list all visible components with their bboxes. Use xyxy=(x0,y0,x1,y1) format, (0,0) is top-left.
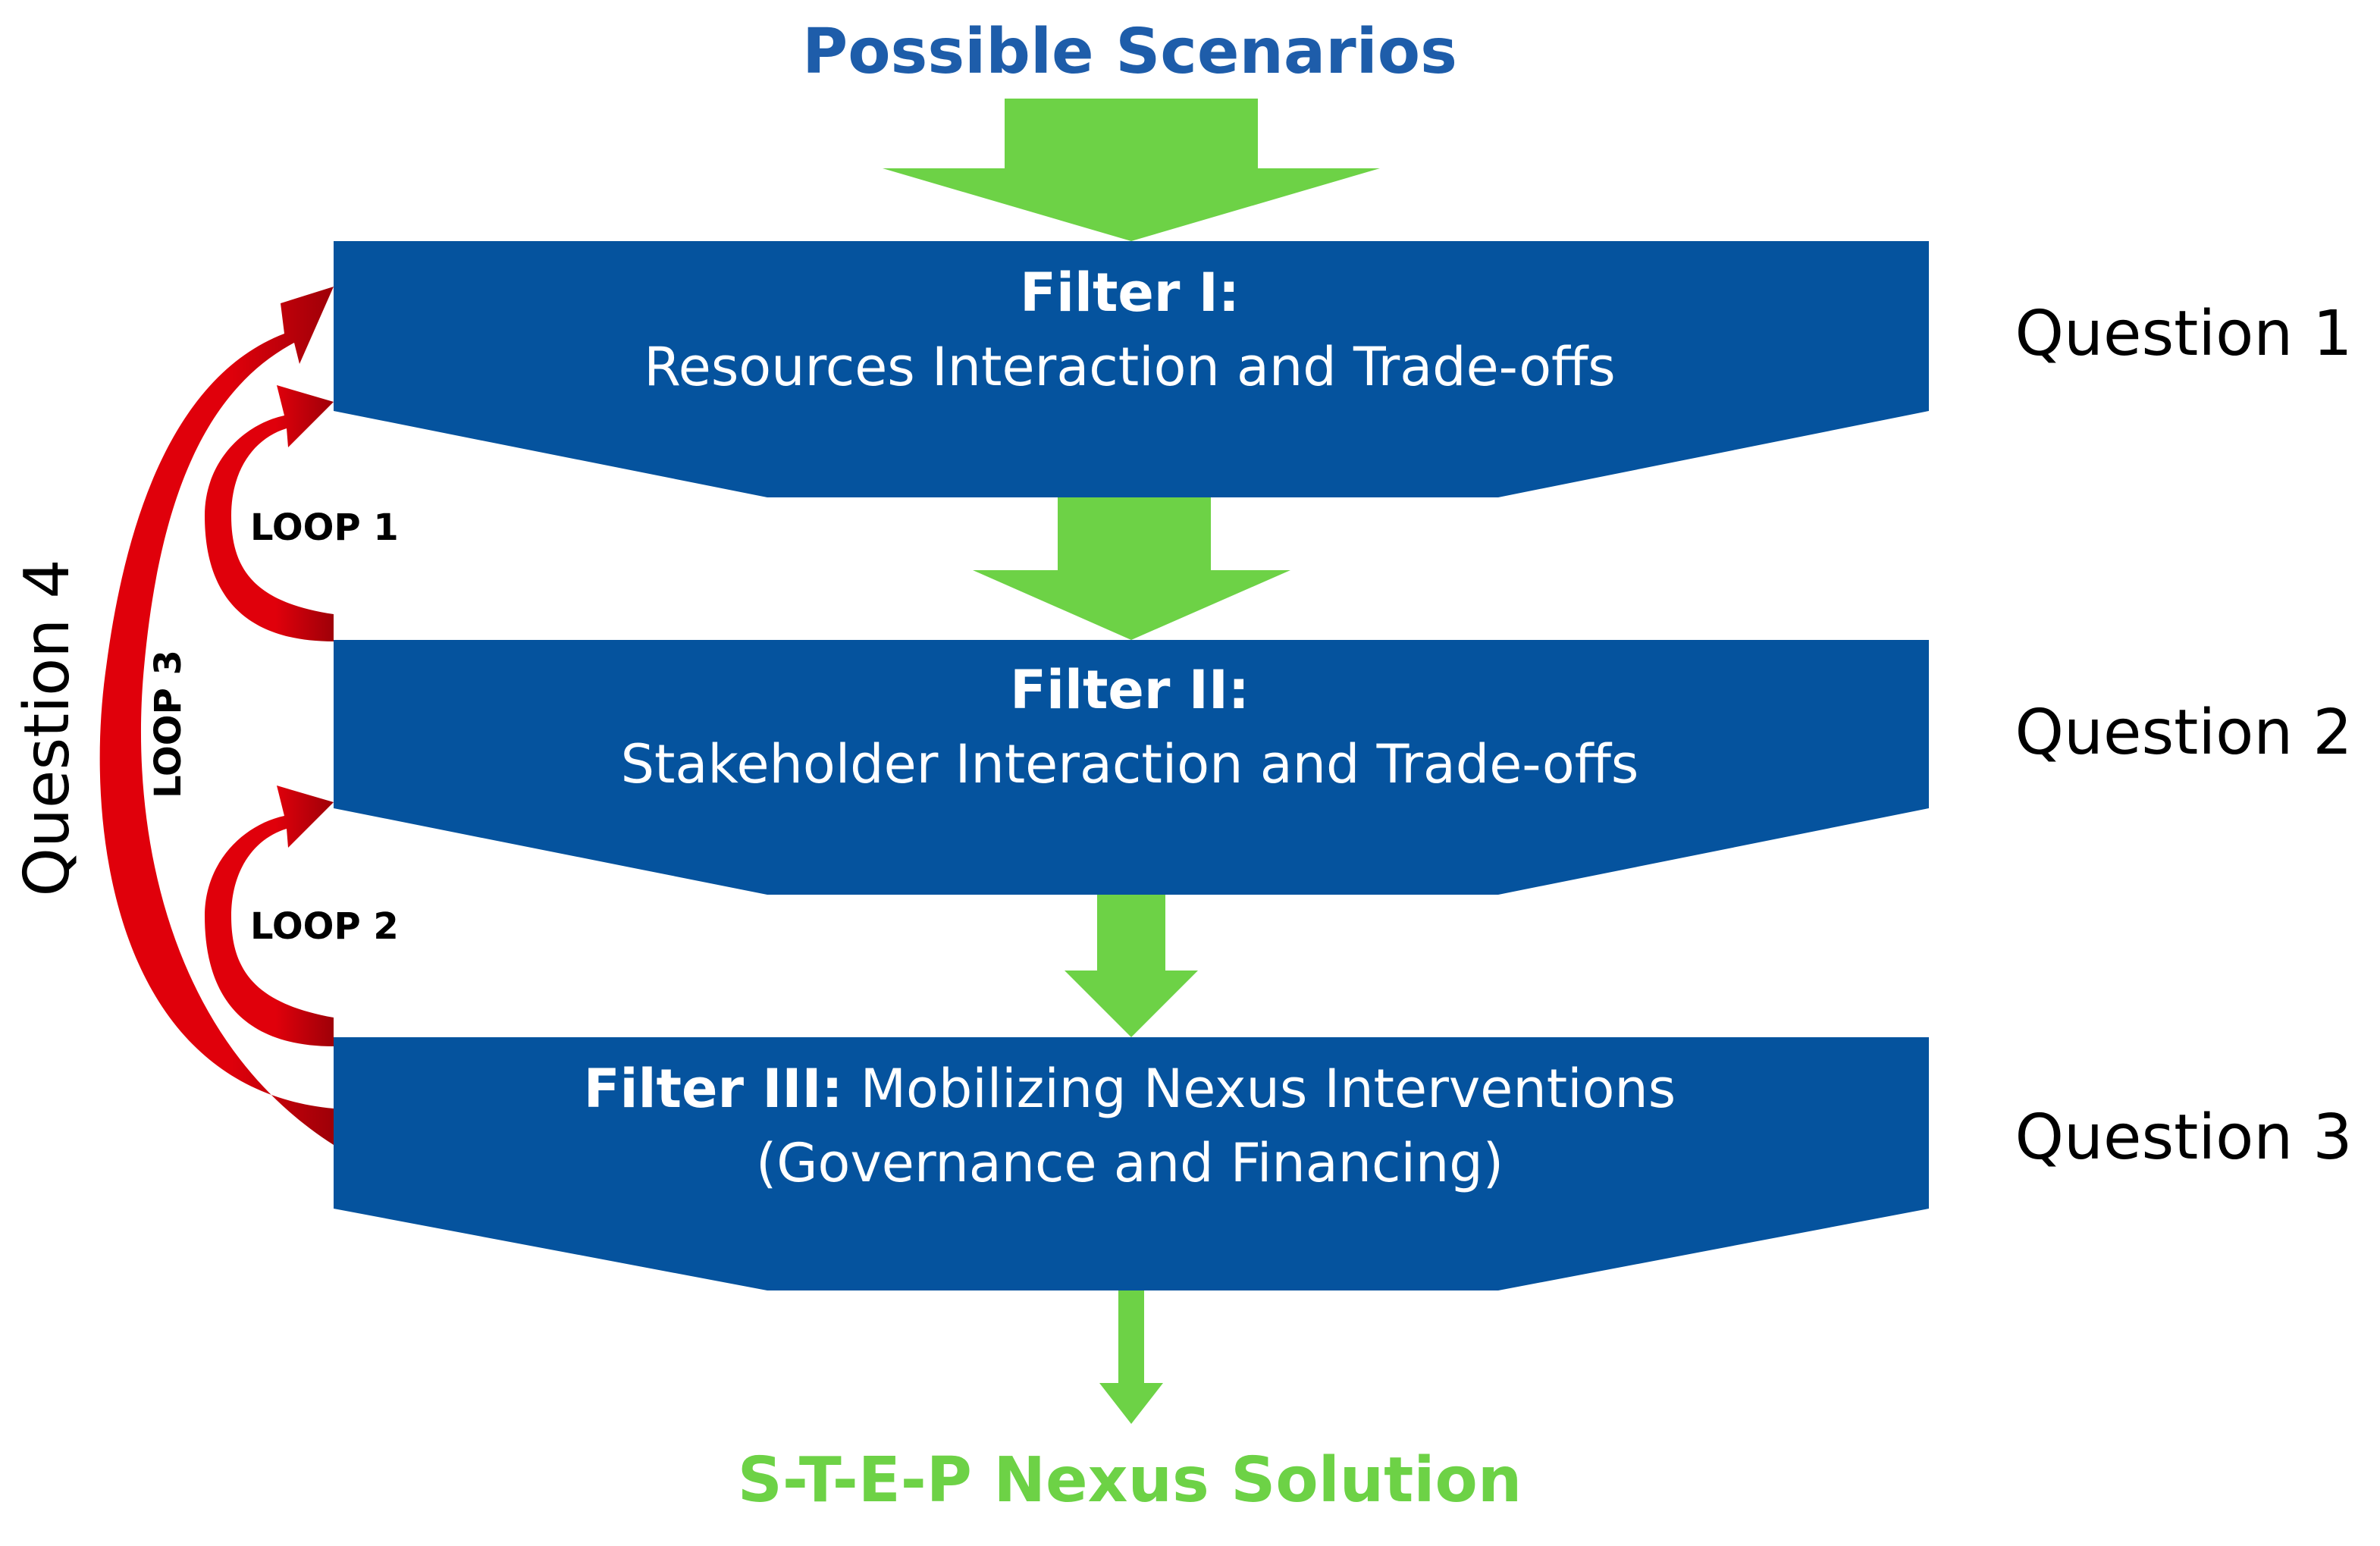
bottom-label: S-T-E-P Nexus Solution xyxy=(738,1444,1522,1516)
filter-3-banner xyxy=(334,1037,1929,1290)
flow-arrow-4 xyxy=(1099,1290,1163,1424)
loop-1-label: LOOP 1 xyxy=(250,506,399,549)
question-2-label: Question 2 xyxy=(2015,697,2353,769)
loop-3-label: LOOP 3 xyxy=(147,650,190,798)
filter-2-description: Stakeholder Interaction and Trade-offs xyxy=(621,733,1639,795)
question-1-label: Question 1 xyxy=(2015,298,2353,370)
loop-2-label: LOOP 2 xyxy=(250,905,399,948)
filter-3-title: Filter III: xyxy=(584,1058,843,1120)
filter-3-heading: Filter III: Mobilizing Nexus Interventio… xyxy=(584,1058,1676,1120)
filter-3-description-line2: (Governance and Financing) xyxy=(756,1132,1504,1194)
loop-1-arrow xyxy=(205,385,334,641)
flow-arrow-3 xyxy=(1065,895,1198,1037)
loop-3-arrow xyxy=(99,287,334,1145)
flow-arrow-1 xyxy=(883,99,1380,241)
filter-3-description: Mobilizing Nexus Interventions xyxy=(861,1058,1676,1120)
filter-2-banner xyxy=(334,640,1929,895)
question-4-label: Question 4 xyxy=(11,560,83,897)
filter-1-title: Filter I: xyxy=(1020,262,1240,324)
loop-2-arrow xyxy=(205,786,334,1046)
filter-1-description: Resources Interaction and Trade-offs xyxy=(644,336,1615,398)
filter-1-banner xyxy=(334,241,1929,497)
question-3-label: Question 3 xyxy=(2015,1102,2353,1174)
filter-2-title: Filter II: xyxy=(1010,659,1250,721)
flow-arrow-2 xyxy=(973,497,1290,640)
top-label: Possible Scenarios xyxy=(802,16,1457,88)
